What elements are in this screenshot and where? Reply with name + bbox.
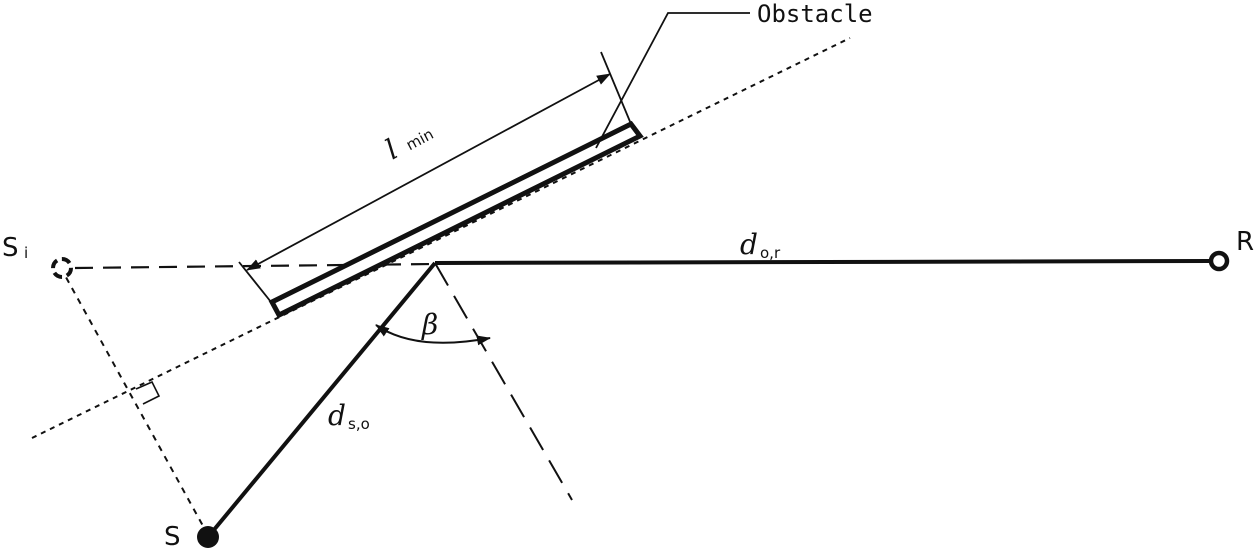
obstacle-receiver-path — [434, 259, 1211, 265]
source-image-line — [61, 269, 209, 536]
beta-label: β — [421, 308, 438, 341]
source-point — [197, 526, 219, 548]
image-source-label: S i — [2, 233, 28, 263]
svg-text:l: l — [380, 133, 403, 166]
source-obstacle-path — [206, 261, 437, 539]
obstacle-label: Obstacle — [757, 0, 873, 28]
obstacle-normal-line — [434, 262, 573, 501]
right-angle-marker — [135, 380, 161, 405]
lmin-label: l min — [380, 125, 437, 166]
svg-text:d: d — [328, 399, 346, 432]
beta-angle-arc — [375, 324, 491, 346]
svg-text:min: min — [403, 125, 436, 154]
lmin-extension-left — [238, 261, 272, 303]
svg-text:i: i — [24, 244, 28, 262]
lmin-extension-right — [600, 51, 632, 125]
image-source-point — [51, 257, 73, 279]
lmin-dimension-line — [246, 73, 611, 271]
receiver-label: R — [1236, 227, 1254, 257]
obstacle-plane-line — [31, 37, 851, 439]
svg-text:o,r: o,r — [760, 244, 781, 262]
obstacle-bar — [268, 120, 644, 319]
d-so-label: d s,o — [328, 399, 370, 433]
d-or-label: d o,r — [740, 228, 781, 262]
svg-text:S: S — [2, 233, 19, 263]
svg-text:s,o: s,o — [348, 415, 370, 433]
obstacle-leader-line — [595, 12, 750, 149]
svg-text:d: d — [740, 228, 758, 261]
source-label: S — [164, 522, 181, 552]
receiver-point — [1208, 250, 1230, 272]
